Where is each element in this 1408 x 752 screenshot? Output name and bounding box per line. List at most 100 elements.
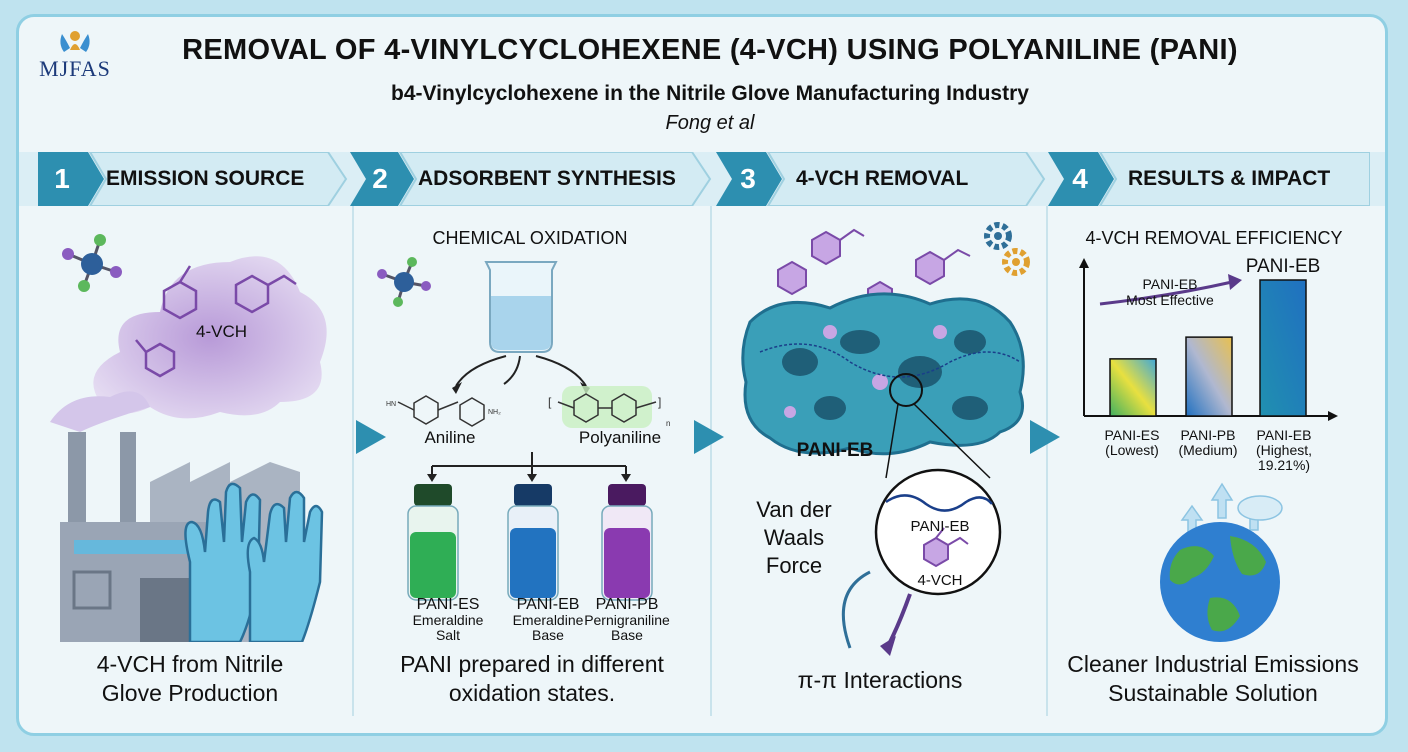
gloves-icon — [184, 482, 324, 642]
vch-cloud — [50, 256, 327, 432]
zoom-inset — [874, 468, 1002, 596]
logo-hands-icon — [60, 31, 90, 52]
vial-es-icon — [407, 484, 459, 601]
bar-eb-note2: 19.21%) — [1257, 457, 1311, 473]
polyaniline-label: Polyaniline — [578, 428, 662, 447]
efficiency-bar-pani-eb — [1259, 279, 1307, 417]
bar-pb-note: (Medium) — [1178, 442, 1238, 458]
panel-divider — [710, 206, 712, 716]
step-2-number: 2 — [372, 163, 388, 194]
panel-divider — [1046, 206, 1048, 716]
bar-label-pb: PANI-PB (Medium) — [1172, 428, 1244, 458]
vial-eb-icon — [507, 484, 559, 601]
panel2-caption-line2: oxidation states. — [448, 680, 616, 706]
earth-icon — [1160, 522, 1280, 642]
vial-es-line1: Emeraldine — [412, 612, 484, 628]
vdw-line3: Force — [765, 553, 823, 578]
synthesis-illustration: HN NH₂ [ ] n — [377, 257, 670, 601]
panel1-caption: 4-VCH from Nitrile Glove Production — [40, 650, 340, 708]
step-1-number: 1 — [54, 163, 70, 194]
chart-annotation: PANI-EB Most Effective — [1110, 276, 1230, 308]
vdw-force-label: Van der Waals Force — [742, 496, 846, 580]
panel4-heading: 4-VCH REMOVAL EFFICIENCY — [1085, 228, 1343, 248]
vial-pb-line2: Base — [611, 627, 643, 643]
vial-eb-label: PANI-EB Emeraldine Base — [488, 596, 608, 643]
inset-vch-label: 4-VCH — [917, 572, 963, 589]
vial-eb-name: PANI-EB — [516, 596, 580, 613]
bar-label-eb: PANI-EB (Highest, 19.21%) — [1248, 428, 1320, 473]
bar-label-es: PANI-ES (Lowest) — [1096, 428, 1168, 458]
bar-pb-name: PANI-PB — [1180, 427, 1236, 443]
molecule-icon — [377, 257, 431, 307]
step-2-label: ADSORBENT SYNTHESIS — [418, 167, 676, 190]
vdw-line2: Waals — [763, 525, 825, 550]
panel1-caption-line1: 4-VCH from Nitrile — [96, 651, 284, 677]
vial-eb-line1: Emeraldine — [512, 612, 584, 628]
step-4-header: 4 RESULTS & IMPACT — [1048, 152, 1370, 206]
aniline-label: Aniline — [424, 428, 476, 447]
vial-eb-line2: Base — [532, 627, 564, 643]
cloud-icon — [1237, 495, 1283, 521]
pani-eb-porous-material — [741, 292, 1025, 456]
panel1-caption-line2: Glove Production — [101, 680, 279, 706]
gear-icon — [984, 222, 1030, 276]
bar-eb-note: (Highest, — [1255, 442, 1313, 458]
flow-arrow-icon — [1030, 420, 1060, 454]
author-line: Fong et al — [665, 112, 755, 134]
flow-arrow-icon — [694, 420, 724, 454]
svg-text:n: n — [666, 419, 670, 428]
cloud-label: 4-VCH — [196, 322, 248, 341]
step-1-header: 1 EMISSION SOURCE — [38, 152, 348, 206]
svg-text:]: ] — [658, 395, 661, 409]
page-subtitle: b4-Vinylcyclohexene in the Nitrile Glove… — [391, 82, 1029, 105]
efficiency-chart — [1079, 258, 1338, 421]
svg-text:HN: HN — [386, 401, 396, 408]
step-1-chevron — [38, 152, 348, 206]
annotation-line1: PANI-EB — [1142, 276, 1198, 292]
vial-pb-line1: Pernigraniline — [584, 612, 670, 628]
removal-illustration — [741, 222, 1030, 656]
logo: MJFAS — [20, 22, 130, 82]
top-bar-label: PANI-EB — [1245, 256, 1321, 277]
step-4-chevron — [1048, 152, 1370, 206]
molecule-icon — [62, 234, 122, 292]
flow-arrow-icon — [356, 420, 386, 454]
step-3-label: 4-VCH REMOVAL — [796, 167, 969, 190]
step-4-label: RESULTS & IMPACT — [1128, 167, 1331, 190]
vial-es-name: PANI-ES — [416, 596, 480, 613]
step-2-chevron — [350, 152, 712, 206]
efficiency-bar-pani-pb — [1185, 336, 1233, 417]
panel4-caption: Cleaner Industrial Emissions Sustainable… — [1050, 650, 1376, 708]
logo-text: MJFAS — [39, 56, 111, 81]
vial-pb-name: PANI-PB — [595, 596, 659, 613]
earth-illustration — [1160, 482, 1283, 642]
pi-pi-label: π-π Interactions — [797, 667, 963, 693]
panel4-caption-line1: Cleaner Industrial Emissions — [1067, 651, 1359, 677]
material-label: PANI-EB — [796, 440, 874, 461]
panel2-caption-line1: PANI prepared in different — [400, 651, 664, 677]
panel4-caption-line2: Sustainable Solution — [1108, 680, 1318, 706]
panel-divider — [352, 206, 354, 716]
svg-text:NH₂: NH₂ — [488, 409, 501, 416]
beaker-icon — [484, 261, 558, 353]
vial-es-label: PANI-ES Emeraldine Salt — [388, 596, 508, 643]
step-1-label: EMISSION SOURCE — [106, 167, 305, 190]
inset-pani-label: PANI-EB — [910, 518, 970, 535]
aniline-structure: HN NH₂ — [386, 395, 501, 427]
vial-pb-label: PANI-PB Pernigraniline Base — [572, 596, 682, 643]
step-4-number: 4 — [1072, 163, 1088, 194]
vdw-line1: Van der — [756, 497, 832, 522]
panel2-caption: PANI prepared in different oxidation sta… — [372, 650, 692, 708]
page-title: REMOVAL OF 4-VINYLCYCLOHEXENE (4-VCH) US… — [182, 34, 1238, 66]
panel2-heading: CHEMICAL OXIDATION — [432, 228, 628, 248]
vial-es-line2: Salt — [435, 627, 461, 643]
svg-text:[: [ — [548, 395, 552, 409]
bar-es-name: PANI-ES — [1104, 427, 1160, 443]
bar-es-note: (Lowest) — [1105, 442, 1159, 458]
bar-eb-name: PANI-EB — [1256, 427, 1312, 443]
efficiency-bar-pani-es — [1109, 358, 1157, 417]
step-3-number: 3 — [740, 163, 756, 194]
step-3-chevron — [716, 152, 1046, 206]
annotation-line2: Most Effective — [1126, 292, 1214, 308]
emission-illustration — [50, 234, 327, 642]
